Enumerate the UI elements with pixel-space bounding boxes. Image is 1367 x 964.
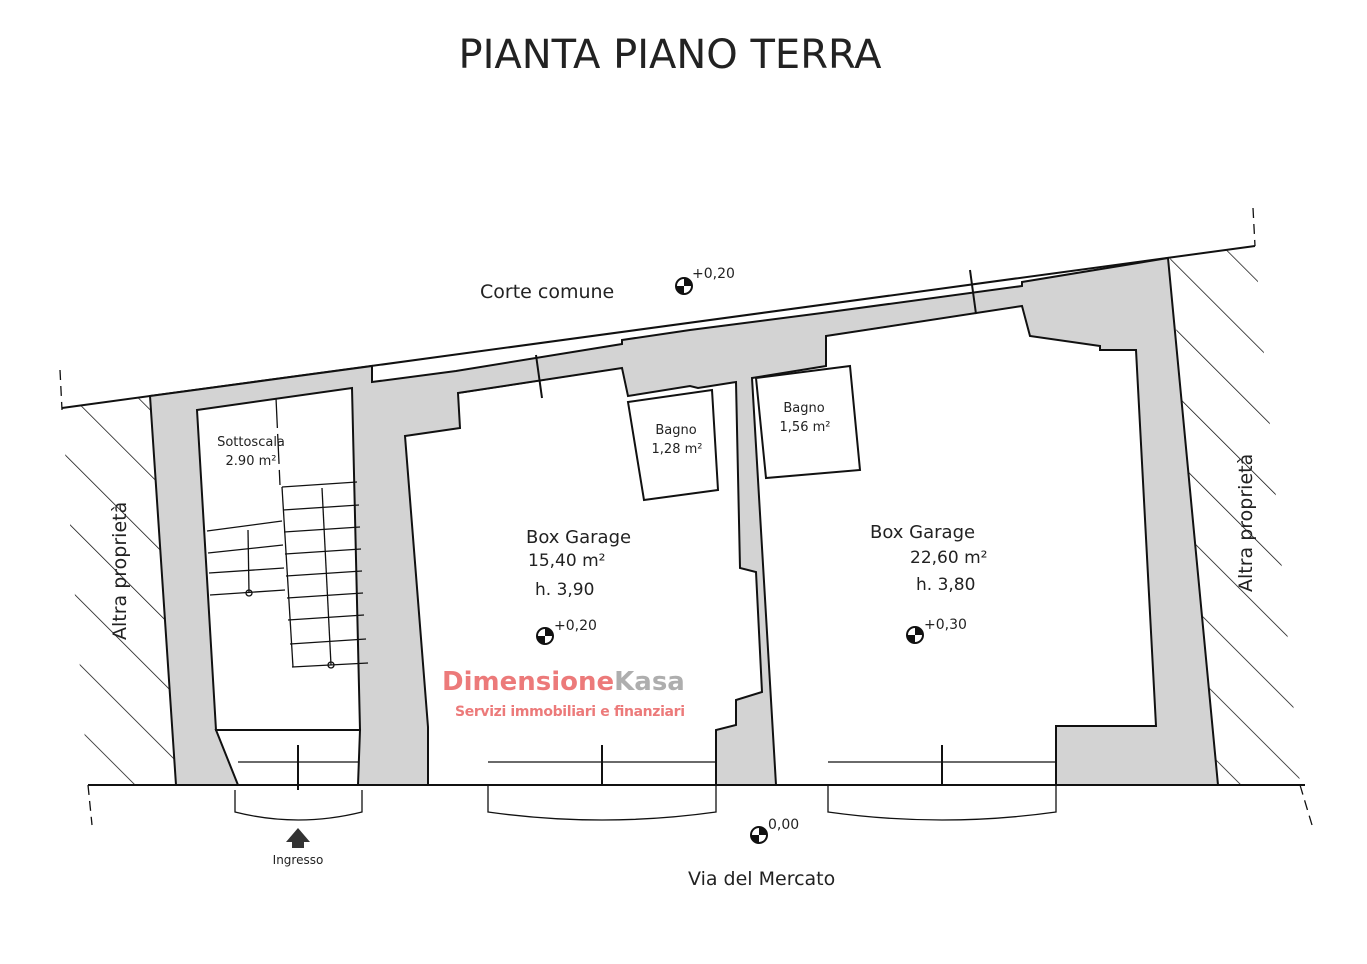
entrance-label: Ingresso	[273, 853, 324, 867]
right-neighbour-hatch	[1170, 246, 1300, 785]
plan-title: PIANTA PIANO TERRA	[458, 32, 882, 78]
right-property-label: Altra proprietà	[1235, 454, 1257, 592]
room-area: 15,40 m²	[528, 551, 605, 571]
staircase	[206, 397, 369, 669]
street-label: Via del Mercato	[688, 868, 835, 890]
svg-text:+0,20: +0,20	[692, 266, 735, 282]
room-name: Box Garage	[526, 527, 631, 548]
svg-text:0,00: 0,00	[768, 817, 799, 833]
room-name: Bagno	[783, 401, 824, 416]
left-neighbour-hatch	[62, 396, 176, 785]
room-height: h. 3,90	[535, 580, 594, 600]
svg-text:+0,20: +0,20	[554, 618, 597, 634]
svg-text:Servizi immobiliari e finanzia: Servizi immobiliari e finanziari	[455, 704, 685, 720]
room-name: Sottoscala	[217, 435, 285, 450]
svg-text:+0,30: +0,30	[924, 617, 967, 633]
watermark-logo: DimensioneKasa Servizi immobiliari e fin…	[442, 667, 685, 720]
room-name: Box Garage	[870, 522, 975, 543]
room-area: 2.90 m²	[226, 454, 277, 469]
elevation-marker-garage-2: +0,30	[906, 617, 967, 644]
room-name: Bagno	[655, 423, 696, 438]
svg-text:DimensioneKasa: DimensioneKasa	[442, 667, 685, 697]
room-area: 1,28 m²	[652, 442, 703, 457]
elevation-marker-street: 0,00	[750, 817, 799, 844]
elevation-marker-garage-1: +0,20	[536, 618, 597, 645]
room-bagno-1	[626, 388, 720, 502]
room-area: 1,56 m²	[780, 420, 831, 435]
entrance-arrow-icon	[286, 828, 310, 848]
room-bagno-2	[754, 364, 862, 480]
courtyard-label: Corte comune	[480, 281, 614, 303]
room-area: 22,60 m²	[910, 548, 987, 568]
left-property-label: Altra proprietà	[109, 502, 131, 640]
room-height: h. 3,80	[916, 575, 975, 595]
elevation-marker-courtyard: +0,20	[675, 266, 735, 295]
